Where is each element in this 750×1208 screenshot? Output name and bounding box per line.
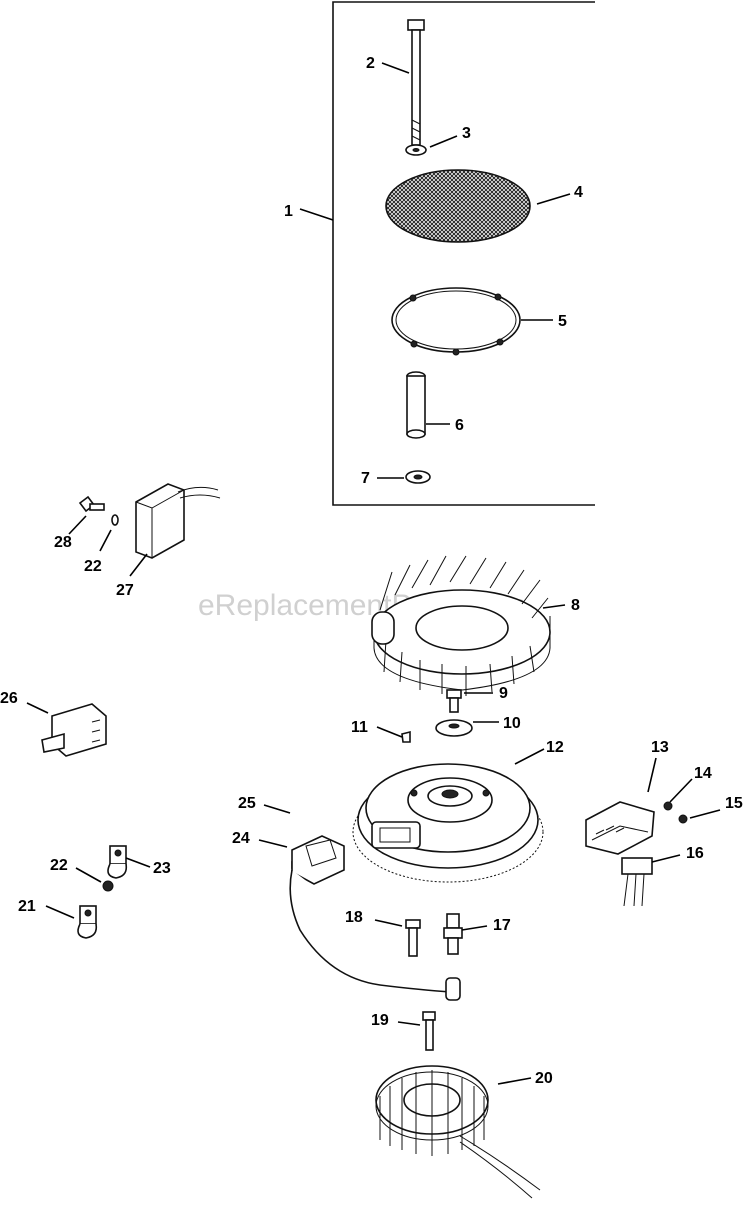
part-22-nut-lower (102, 880, 114, 892)
callout-27: 27 (116, 582, 134, 599)
part-23-clamp (107, 845, 128, 879)
part-27-rectifier (135, 483, 221, 559)
callout-13: 13 (651, 739, 669, 756)
part-28-screw (78, 495, 105, 513)
callout-6: 6 (455, 417, 464, 434)
part-22-nut-upper (111, 514, 119, 526)
part-6-tube (406, 371, 426, 439)
callout-23: 23 (153, 860, 171, 877)
part-20-stator (375, 1065, 541, 1199)
assembly-group-frame (332, 1, 595, 506)
callout-26: 26 (0, 690, 18, 707)
leader-lines (26, 62, 721, 1085)
callout-16: 16 (686, 845, 704, 862)
part-11-key (401, 730, 411, 743)
part-12-flywheel (352, 763, 544, 883)
callout-labels: 1 2 3 4 5 6 7 8 9 10 11 12 13 14 15 16 1… (0, 55, 743, 1087)
callout-17: 17 (493, 917, 511, 934)
part-10-washer-hole (448, 723, 460, 729)
callout-9: 9 (499, 685, 508, 702)
callout-5: 5 (558, 313, 567, 330)
part-8-fan (371, 555, 551, 696)
part-17-stud (443, 913, 463, 955)
callout-1: 1 (284, 203, 293, 220)
callout-21: 21 (18, 898, 36, 915)
part-24-ignition-module (289, 835, 461, 1001)
callout-2: 2 (366, 55, 375, 72)
part-7-washer-hole (413, 474, 423, 480)
callout-7: 7 (361, 470, 370, 487)
part-3-washer-hole (412, 148, 420, 152)
callout-10: 10 (503, 715, 521, 732)
callout-22-upper: 22 (84, 558, 102, 575)
part-26-rectifier (41, 703, 107, 757)
callout-11: 11 (351, 719, 368, 736)
callout-25: 25 (238, 795, 256, 812)
part-4-screen (385, 169, 531, 243)
part-13-regulator (585, 801, 655, 855)
callout-18: 18 (345, 909, 363, 926)
part-18-bolt (405, 919, 421, 957)
part-9-bolt (446, 689, 462, 713)
callout-15: 15 (725, 795, 743, 812)
part-5-ring (391, 287, 521, 356)
callout-20: 20 (535, 1070, 553, 1087)
callout-3: 3 (462, 125, 471, 142)
part-15-screw (678, 814, 688, 824)
callout-19: 19 (371, 1012, 389, 1029)
callout-4: 4 (574, 184, 583, 201)
part-19-bolt (422, 1011, 436, 1051)
callout-12: 12 (546, 739, 564, 756)
callout-24: 24 (232, 830, 250, 847)
callout-28: 28 (54, 534, 72, 551)
callout-14: 14 (694, 765, 712, 782)
part-16-connector (621, 857, 653, 907)
callout-22-lower: 22 (50, 857, 68, 874)
part-14-nut (663, 801, 673, 811)
callout-8: 8 (571, 597, 580, 614)
part-21-clamp (77, 905, 98, 939)
